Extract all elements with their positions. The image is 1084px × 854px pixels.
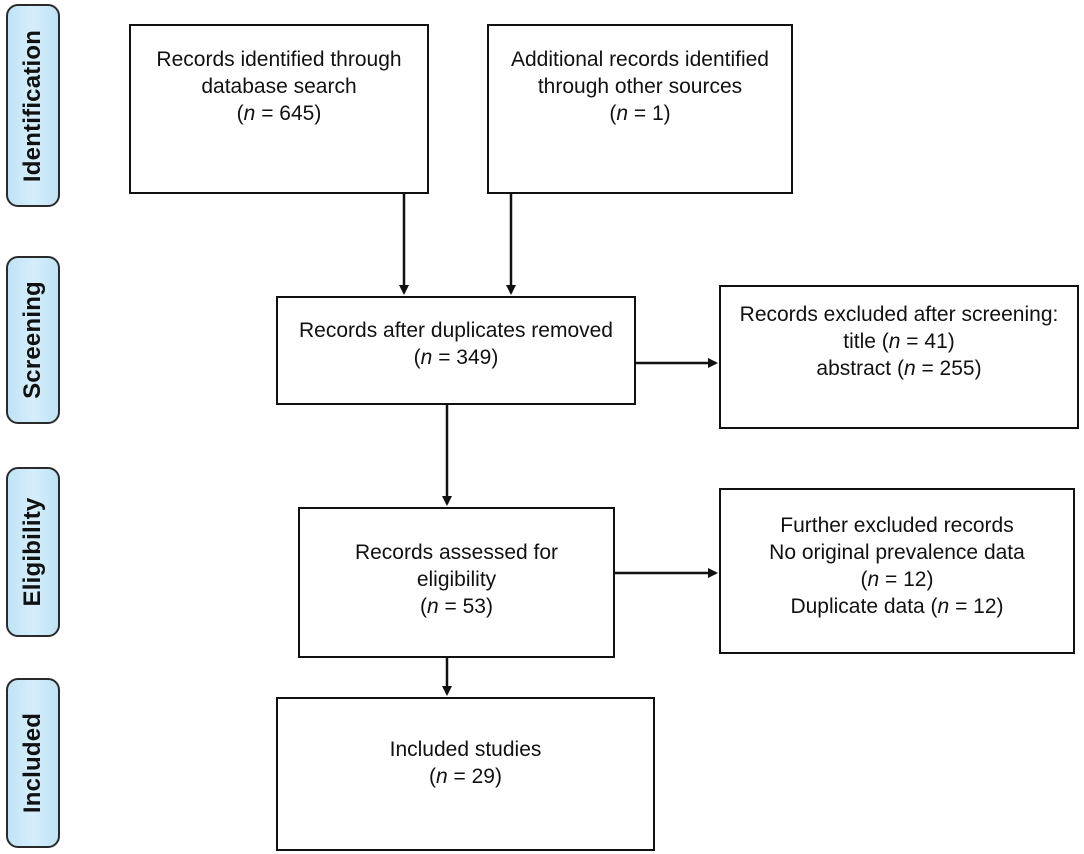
box-duplicates-removed: Records after duplicates removed (n = 34… [276, 296, 636, 405]
further-line1: Further excluded records [780, 514, 1014, 537]
box-database-search: Records identified through database sear… [129, 24, 429, 194]
other-line1: Additional records identified [511, 48, 769, 71]
stage-included: Included [6, 678, 60, 848]
box-further-excluded: Further excluded records No original pre… [719, 488, 1075, 654]
further-count: (n = 12) [860, 568, 934, 591]
duplicates-line1: Records after duplicates removed [299, 318, 613, 342]
database-line1: Records identified through [156, 48, 402, 71]
box-included-studies: Included studies (n = 29) [276, 697, 655, 851]
excluded-line1: Records excluded after screening: [739, 303, 1059, 326]
assessed-line2: eligibility [416, 568, 497, 591]
other-count: (n = 1) [609, 102, 671, 125]
further-duplicate: Duplicate data (n = 12) [790, 595, 1004, 618]
stage-screening: Screening [6, 256, 60, 424]
stage-identification: Identification [6, 4, 60, 207]
box-excluded-after-screening: Records excluded after screening: title … [719, 285, 1079, 429]
database-count: (n = 645) [236, 102, 322, 125]
assessed-count: (n = 53) [420, 595, 493, 618]
stage-eligibility: Eligibility [6, 467, 60, 637]
box-other-sources: Additional records identified through ot… [487, 24, 793, 194]
other-line2: through other sources [537, 75, 743, 98]
further-line2: No original prevalence data [769, 541, 1025, 564]
box-assessed-eligibility: Records assessed for eligibility (n = 53… [298, 507, 615, 658]
database-line2: database search [201, 75, 357, 98]
included-line1: Included studies [389, 738, 542, 761]
excluded-abstract: abstract (n = 255) [816, 357, 982, 380]
included-count: (n = 29) [429, 765, 502, 788]
duplicates-count: (n = 349) [413, 345, 499, 369]
assessed-line1: Records assessed for [354, 541, 559, 564]
excluded-title: title (n = 41) [843, 330, 955, 353]
